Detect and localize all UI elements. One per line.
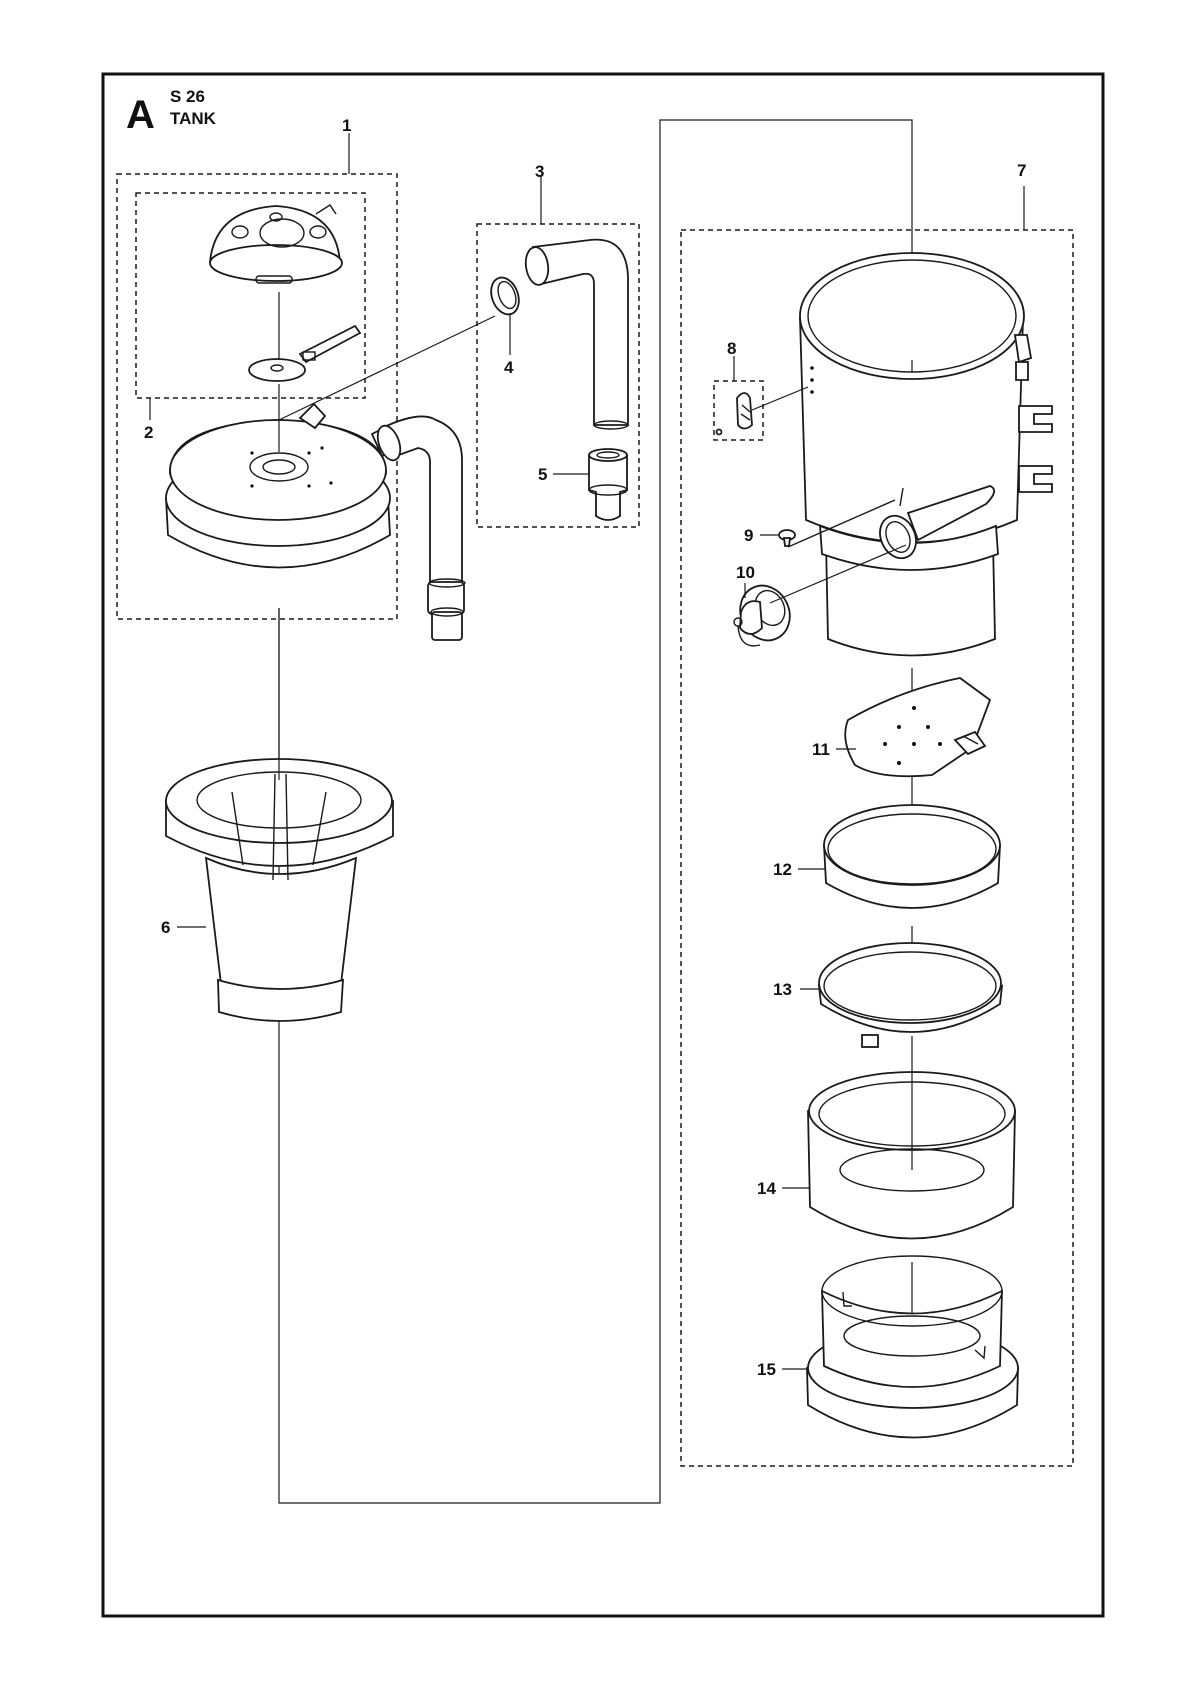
inlet-cap-part	[733, 584, 791, 647]
tank-container-part	[799, 252, 1053, 657]
section-title: TANK	[170, 109, 217, 128]
hose-elbow-part	[524, 238, 629, 430]
callout-8: 8	[727, 339, 736, 358]
lid-link-line	[278, 315, 496, 421]
callout-14: 14	[757, 1179, 776, 1198]
filter-cap-part	[209, 204, 343, 284]
lid-elbow-hose-part	[376, 415, 466, 641]
callout-5: 5	[538, 465, 547, 484]
hose-clamp-part	[490, 276, 520, 316]
hose-adapter-part	[588, 448, 628, 521]
group-2-outline	[135, 192, 366, 399]
filter-cone-part	[165, 758, 394, 1022]
group-1-outline	[116, 173, 398, 620]
section-letter: A	[126, 93, 155, 137]
callout-10: 10	[736, 563, 755, 582]
page-frame	[101, 72, 1105, 1618]
latch-clip-part	[715, 392, 753, 436]
callout-13: 13	[773, 980, 792, 999]
cap-link-line	[769, 544, 907, 604]
base-ring-15-part	[806, 1255, 1019, 1439]
callout-15: 15	[757, 1360, 776, 1379]
callout-9: 9	[744, 526, 753, 545]
callout-12: 12	[773, 860, 792, 879]
callout-11: 11	[812, 740, 830, 759]
screw-part	[778, 529, 796, 547]
callout-6: 6	[161, 918, 170, 937]
group-3-outline	[476, 223, 640, 528]
group-7-outline	[680, 229, 1074, 1467]
callout-2: 2	[144, 423, 153, 442]
connection-line	[278, 119, 913, 1504]
callout-4: 4	[504, 358, 514, 377]
filter-plate-part	[844, 677, 992, 778]
valve-lever-part	[248, 324, 362, 382]
clamp-ring-part	[817, 942, 1004, 1048]
label-plate-line	[787, 499, 896, 548]
tank-lid-part	[165, 402, 407, 569]
callout-7: 7	[1017, 161, 1026, 180]
clip-link-line	[751, 386, 809, 411]
callout-3: 3	[535, 162, 544, 181]
section-model: S 26	[170, 87, 205, 106]
callout-1: 1	[342, 116, 351, 135]
sealing-ring-12-part	[823, 804, 1001, 909]
